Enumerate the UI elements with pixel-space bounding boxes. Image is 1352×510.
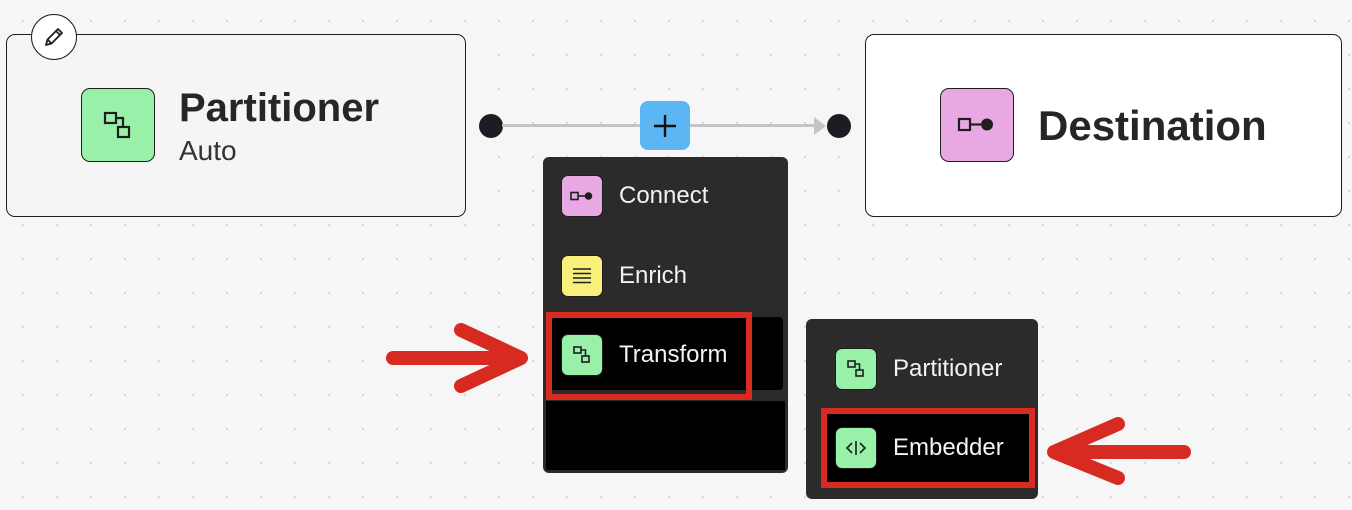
menu-item-label: Transform	[619, 341, 728, 368]
transform-icon	[835, 348, 877, 390]
transform-icon	[81, 88, 155, 162]
menu-item-label: Connect	[619, 182, 709, 209]
pencil-icon	[45, 28, 63, 46]
submenu-item-partitioner[interactable]: Partitioner	[835, 348, 1002, 390]
destination-node[interactable]: Destination	[865, 34, 1342, 217]
add-step-button[interactable]	[640, 101, 690, 150]
embedder-highlight-box	[821, 408, 1035, 488]
transform-icon	[561, 334, 603, 376]
submenu-item-embedder[interactable]: Embedder	[835, 427, 1004, 469]
submenu-item-label: Embedder	[893, 434, 1004, 461]
embedder-icon	[835, 427, 877, 469]
edit-button[interactable]	[31, 14, 77, 60]
edge-arrowhead	[814, 117, 826, 135]
menu-item-enrich[interactable]: Enrich	[561, 255, 687, 297]
arrow-right-annotation-icon	[386, 323, 528, 393]
partitioner-output-handle[interactable]	[479, 114, 503, 138]
partitioner-node[interactable]: Partitioner Auto	[6, 34, 466, 217]
menu-item-connect[interactable]: Connect	[561, 175, 708, 217]
arrow-left-annotation-icon	[1047, 417, 1191, 485]
destination-title: Destination	[1038, 102, 1267, 149]
connect-icon	[561, 175, 603, 217]
add-step-menu: Connect Enrich Transform	[543, 157, 788, 473]
connect-icon	[940, 88, 1014, 162]
partitioner-subtitle: Auto	[179, 135, 237, 166]
plus-icon	[654, 114, 676, 137]
menu-item-label: Enrich	[619, 262, 688, 289]
enrich-icon	[561, 255, 603, 297]
transform-highlight-box	[546, 312, 752, 400]
partitioner-title: Partitioner	[179, 86, 380, 130]
menu-empty-area	[546, 401, 785, 470]
menu-item-transform[interactable]: Transform	[561, 334, 727, 376]
destination-input-handle[interactable]	[827, 114, 851, 138]
submenu-item-label: Partitioner	[893, 355, 1003, 382]
